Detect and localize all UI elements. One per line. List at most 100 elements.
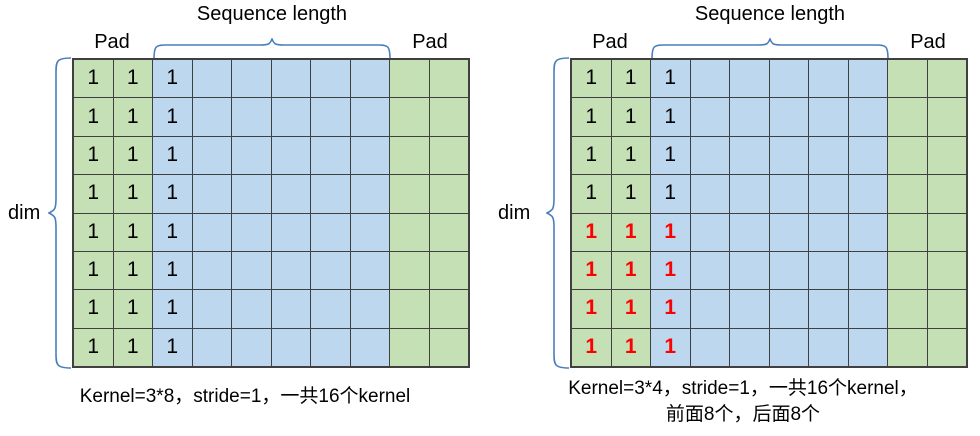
sequence-cell: [848, 290, 887, 328]
sequence-cell: [690, 290, 729, 328]
pad-cell: [888, 175, 927, 213]
sequence-cell: 1: [651, 213, 690, 251]
pad-cell: 1: [74, 213, 113, 251]
pad-cell: 1: [113, 290, 152, 328]
pad-cell: 1: [113, 328, 152, 366]
sequence-cell: [848, 98, 887, 136]
pad-label-right-start: Pad: [592, 31, 628, 53]
pad-cell: [429, 290, 468, 328]
pad-label-left-start: Pad: [94, 31, 130, 53]
pad-cell: [888, 213, 927, 251]
pad-cell: 1: [74, 136, 113, 175]
pad-cell: 1: [611, 290, 650, 328]
sequence-cell: 1: [153, 175, 192, 213]
sequence-cell: [809, 60, 848, 98]
cell-value: 1: [166, 258, 179, 282]
pad-cell: 1: [611, 213, 650, 251]
sequence-cell: [232, 60, 271, 98]
sequence-cell: [809, 251, 848, 290]
cell-value: 1: [585, 219, 598, 243]
pad-cell: 1: [611, 251, 650, 290]
cell-value: 1: [664, 296, 677, 320]
cell-value: 1: [87, 66, 100, 90]
sequence-cell: [848, 136, 887, 175]
cell-value: 1: [126, 334, 139, 358]
sequence-cell: [311, 136, 350, 175]
sequence-cell: [271, 136, 310, 175]
pad-cell: 1: [113, 98, 152, 136]
sequence-cell: [232, 213, 271, 251]
cell-value: 1: [87, 104, 100, 128]
pad-cell: [888, 136, 927, 175]
pad-cell: 1: [113, 213, 152, 251]
pad-cell: 1: [74, 290, 113, 328]
pad-cell: 1: [74, 175, 113, 213]
sequence-cell: [769, 98, 808, 136]
pad-cell: 1: [611, 136, 650, 175]
cell-value: 1: [87, 296, 100, 320]
cell-value: 1: [87, 219, 100, 243]
sequence-cell: [690, 328, 729, 366]
pad-cell: [888, 60, 927, 98]
sequence-cell: [311, 290, 350, 328]
pad-cell: [390, 98, 429, 136]
pad-cell: [888, 98, 927, 136]
pad-cell: [390, 60, 429, 98]
pad-cell: 1: [572, 175, 611, 213]
cell-value: 1: [624, 258, 637, 282]
pad-cell: [390, 251, 429, 290]
sequence-cell: [809, 213, 848, 251]
pad-cell: 1: [611, 60, 650, 98]
sequence-cell: [730, 136, 769, 175]
sequence-cell: 1: [153, 251, 192, 290]
pad-cell: [927, 213, 966, 251]
pad-cell: [888, 251, 927, 290]
sequence-cell: 1: [651, 98, 690, 136]
sequence-cell: [192, 290, 231, 328]
cell-value: 1: [585, 334, 598, 358]
pad-cell: 1: [572, 328, 611, 366]
pad-cell: 1: [74, 98, 113, 136]
sequence-cell: [350, 98, 389, 136]
sequence-cell: [311, 251, 350, 290]
cell-value: 1: [585, 66, 598, 90]
pad-cell: [429, 175, 468, 213]
pad-cell: 1: [572, 98, 611, 136]
sequence-cell: [350, 213, 389, 251]
sequence-cell: 1: [153, 98, 192, 136]
cell-value: 1: [624, 104, 637, 128]
cell-value: 1: [166, 296, 179, 320]
sequence-length-brace-right: [651, 38, 889, 60]
cell-value: 1: [166, 219, 179, 243]
cell-value: 1: [624, 219, 637, 243]
sequence-cell: 1: [153, 60, 192, 98]
cell-value: 1: [624, 334, 637, 358]
dim-brace-right: [546, 57, 570, 369]
cell-value: 1: [166, 181, 179, 205]
cell-value: 1: [126, 104, 139, 128]
sequence-length-label-right: Sequence length: [694, 3, 846, 25]
sequence-cell: [730, 328, 769, 366]
pad-cell: [390, 290, 429, 328]
cell-value: 1: [664, 258, 677, 282]
cell-value: 1: [87, 181, 100, 205]
sequence-cell: [232, 136, 271, 175]
pad-cell: [390, 328, 429, 366]
pad-cell: [927, 136, 966, 175]
cell-value: 1: [87, 334, 100, 358]
sequence-cell: [232, 98, 271, 136]
sequence-cell: [769, 175, 808, 213]
sequence-cell: [809, 175, 848, 213]
pad-cell: 1: [113, 60, 152, 98]
sequence-cell: [769, 213, 808, 251]
pad-cell: 1: [74, 328, 113, 366]
dim-label-right: dim: [498, 202, 531, 224]
sequence-cell: [350, 328, 389, 366]
sequence-cell: [690, 251, 729, 290]
sequence-cell: [769, 60, 808, 98]
sequence-cell: [809, 98, 848, 136]
sequence-cell: [271, 175, 310, 213]
